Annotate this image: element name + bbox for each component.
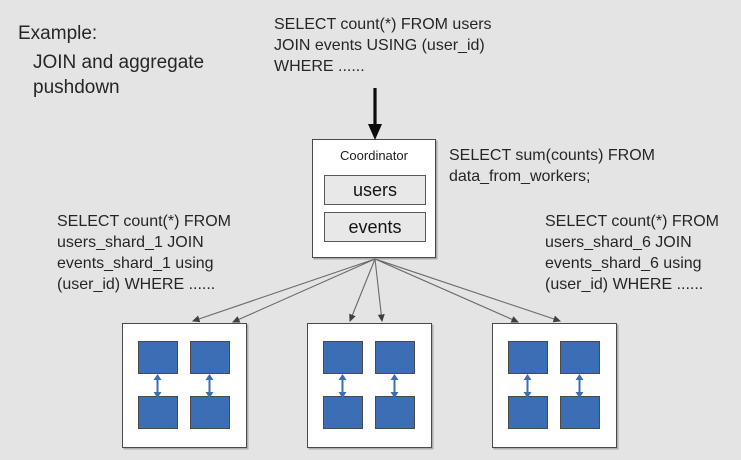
coordinator-table-users: users — [324, 175, 426, 205]
sql-worker-shard-6: SELECT count(*) FROM users_shard_6 JOIN … — [545, 213, 719, 294]
coordinator-to-worker-arrows — [191, 258, 562, 323]
shard-block — [323, 341, 363, 374]
shard-block — [508, 341, 548, 374]
shard-replication-arrow-icon — [153, 374, 162, 398]
shard-block — [560, 396, 600, 429]
shard-block — [138, 396, 178, 429]
shard-block — [323, 396, 363, 429]
coordinator-table-events: events — [324, 212, 426, 242]
sql-coordinator-aggregate: SELECT sum(counts) FROM data_from_worker… — [449, 147, 655, 186]
shard-block — [190, 396, 230, 429]
example-heading: Example: — [18, 23, 98, 44]
shard-block — [560, 341, 600, 374]
coordinator-label: Coordinator — [340, 148, 408, 163]
shard-replication-arrow-icon — [523, 374, 532, 398]
example-description: JOIN and aggregate pushdown — [33, 52, 205, 99]
worker-node-2 — [307, 323, 432, 448]
shard-replication-arrow-icon — [205, 374, 214, 398]
sql-original-query: SELECT count(*) FROM users JOIN events U… — [274, 16, 492, 76]
shard-replication-arrow-icon — [338, 374, 347, 398]
shard-replication-arrow-icon — [575, 374, 584, 398]
shard-block — [375, 396, 415, 429]
shard-block — [375, 341, 415, 374]
query-in-arrow-icon — [368, 88, 382, 140]
shard-replication-arrow-icon — [390, 374, 399, 398]
coordinator-node: Coordinator users events — [312, 139, 436, 258]
worker-node-1 — [122, 323, 247, 448]
worker-node-3 — [492, 323, 617, 448]
shard-block — [508, 396, 548, 429]
shard-block — [138, 341, 178, 374]
sql-worker-shard-1: SELECT count(*) FROM users_shard_1 JOIN … — [57, 213, 231, 294]
shard-block — [190, 341, 230, 374]
